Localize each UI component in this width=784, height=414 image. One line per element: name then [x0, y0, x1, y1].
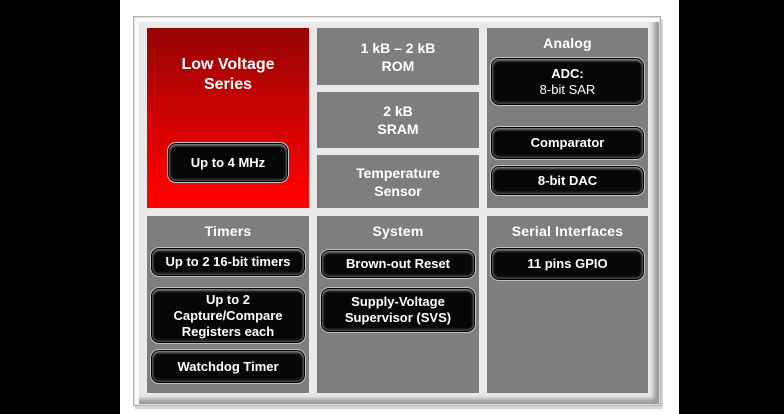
- comparator-button: Comparator: [491, 127, 644, 159]
- sram-block: 2 kB SRAM: [317, 92, 479, 148]
- serial-interfaces-panel-title: Serial Interfaces: [511, 223, 624, 239]
- serial-interfaces-panel: Serial Interfaces 11 pins GPIO: [487, 216, 648, 393]
- low-voltage-series-title: Low Voltage Series: [181, 56, 275, 93]
- timers-panel: Timers Up to 2 16-bit timers Up to 2 Cap…: [147, 216, 309, 393]
- analog-panel-title: Analog: [543, 35, 592, 51]
- timers-panel-title: Timers: [204, 223, 252, 239]
- low-voltage-series-block: Low Voltage Series Up to 4 MHz: [147, 28, 309, 208]
- timers-16bit-label: Up to 2 16-bit timers: [165, 254, 291, 269]
- adc-label: ADC:: [551, 65, 584, 81]
- adc-button: ADC: 8-bit SAR: [491, 58, 644, 105]
- up-to-4mhz-button: Up to 4 MHz: [168, 143, 288, 182]
- gpio-button: 11 pins GPIO: [491, 248, 644, 280]
- timers-16bit-button: Up to 2 16-bit timers: [151, 248, 305, 276]
- rom-block: 1 kB – 2 kB ROM: [317, 28, 479, 85]
- temperature-sensor-block: Temperature Sensor: [317, 155, 479, 208]
- capture-compare-button: Up to 2 Capture/Compare Registers each: [151, 288, 305, 343]
- analog-panel: Analog ADC: 8-bit SAR Comparator 8-bit D…: [487, 28, 648, 208]
- watchdog-timer-label: Watchdog Timer: [177, 358, 279, 374]
- brownout-reset-button: Brown-out Reset: [321, 250, 475, 278]
- adc-sublabel: 8-bit SAR: [539, 81, 596, 97]
- system-panel: System Brown-out Reset Supply-Voltage Su…: [317, 216, 479, 393]
- watchdog-timer-button: Watchdog Timer: [151, 350, 305, 383]
- comparator-label: Comparator: [530, 135, 605, 150]
- brownout-reset-label: Brown-out Reset: [346, 256, 450, 271]
- gpio-label: 11 pins GPIO: [527, 256, 608, 271]
- svs-button: Supply-Voltage Supervisor (SVS): [321, 288, 475, 332]
- system-panel-title: System: [372, 223, 424, 239]
- dac-button: 8-bit DAC: [491, 166, 644, 195]
- up-to-4mhz-label: Up to 4 MHz: [190, 154, 266, 170]
- dac-label: 8-bit DAC: [537, 172, 598, 188]
